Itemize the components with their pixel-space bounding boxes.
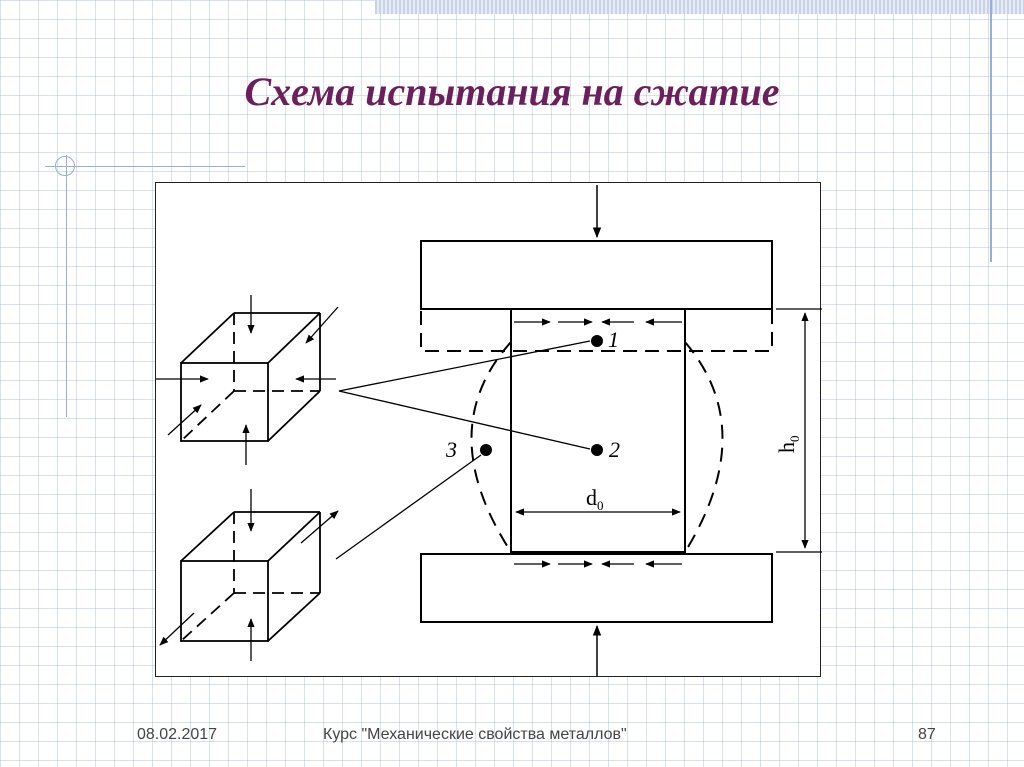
barrel-outline-right	[684, 341, 724, 553]
barrel-outline-left	[470, 341, 512, 553]
decor-circle-icon	[55, 156, 75, 176]
point-1-marker	[591, 335, 603, 347]
point-2-marker	[591, 444, 603, 456]
slide-title: Схема испытания на сжатие	[244, 69, 780, 114]
label-diameter: d0	[586, 485, 604, 513]
label-point-2: 2	[609, 437, 620, 462]
decor-vertical-line-right	[990, 0, 992, 262]
label-point-3: 3	[445, 437, 457, 462]
top-decor-stripe	[375, 0, 1024, 14]
label-height: h0	[774, 436, 802, 454]
compression-test-diagram: 1 2 3 d0 h0	[155, 182, 822, 677]
footer-course: Курс "Механические свойства металлов"	[323, 726, 627, 743]
decor-vertical-line-left	[66, 155, 67, 417]
stress-cube-lower	[180, 511, 321, 642]
diagram-svg: 1 2 3 d0 h0	[156, 185, 822, 676]
footer-date: 08.02.2017	[137, 726, 218, 743]
stress-cube-upper	[180, 312, 321, 442]
leader-line-2	[338, 390, 591, 450]
footer-page-number: 87	[918, 726, 936, 743]
decor-horizontal-line	[45, 166, 245, 167]
point-3-marker	[480, 444, 492, 456]
top-press-plate	[420, 240, 773, 310]
leader-line-3	[335, 454, 482, 560]
leader-line-1	[338, 340, 591, 392]
bottom-press-plate	[420, 553, 773, 623]
label-point-1: 1	[608, 327, 619, 352]
